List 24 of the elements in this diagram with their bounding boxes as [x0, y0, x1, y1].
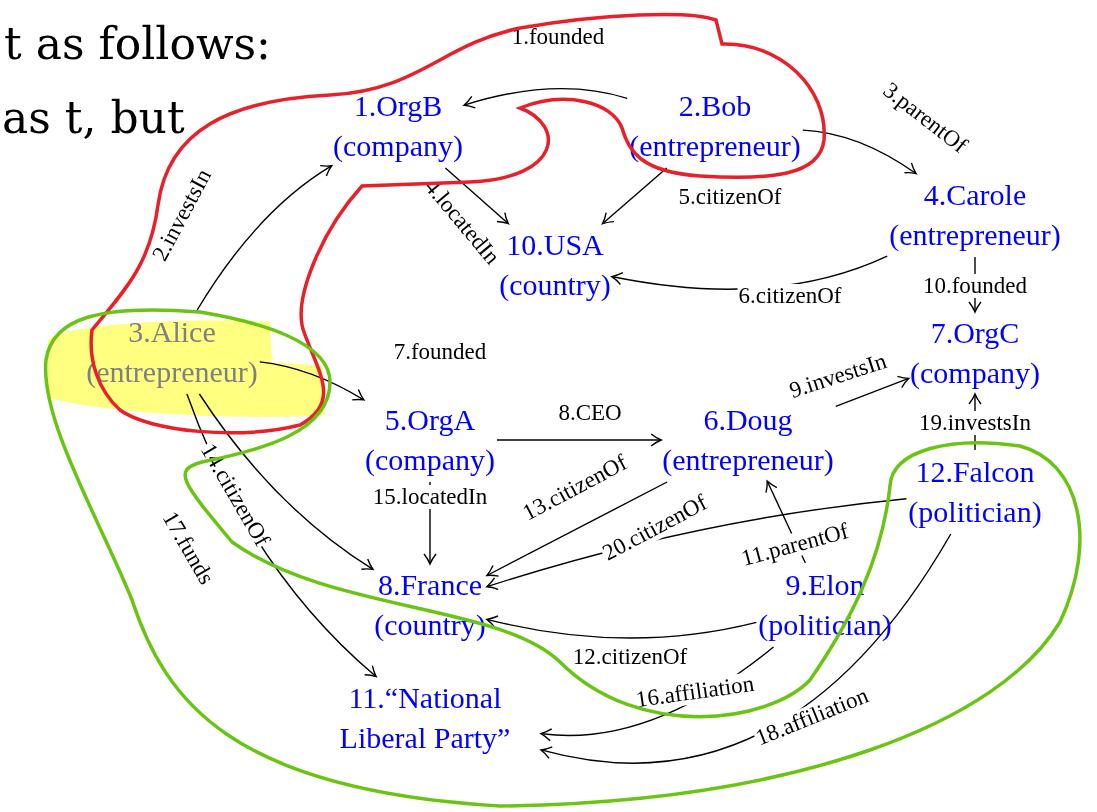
entity-type: (country) [499, 267, 611, 303]
entity-name: 6.Doug [703, 402, 793, 438]
entity-type: (entrepreneur) [662, 442, 834, 478]
entity-name: 12.Falcon [915, 454, 1035, 490]
entity-type: (company) [333, 128, 463, 164]
entity-type: (company) [910, 355, 1040, 391]
entity-name: 8.France [377, 567, 483, 603]
entity-name: 10.USA [506, 227, 604, 263]
entity-name: 2.Bob [678, 88, 752, 124]
entity-type: (entrepreneur) [629, 128, 801, 164]
slide-text: as t, but [2, 92, 185, 143]
entity-type: (company) [365, 442, 495, 478]
entity-name: 1.OrgB [353, 88, 443, 124]
entity-name: 4.Carole [923, 177, 1027, 213]
entity-name: 11.“National Liberal Party” [338, 680, 512, 756]
entity-type: (politician) [908, 494, 1042, 530]
slide-text: t as follows: [4, 18, 271, 69]
entity-name: 3.Alice [128, 314, 216, 350]
edge-label: 15.locatedIn [371, 485, 489, 509]
entity-type: (entrepreneur) [889, 217, 1061, 253]
edge-label: 19.investsIn [918, 411, 1032, 435]
entity-name: 7.OrgC [930, 315, 1020, 351]
entity-type: (country) [374, 607, 486, 643]
entity-name: 5.OrgA [384, 402, 476, 438]
